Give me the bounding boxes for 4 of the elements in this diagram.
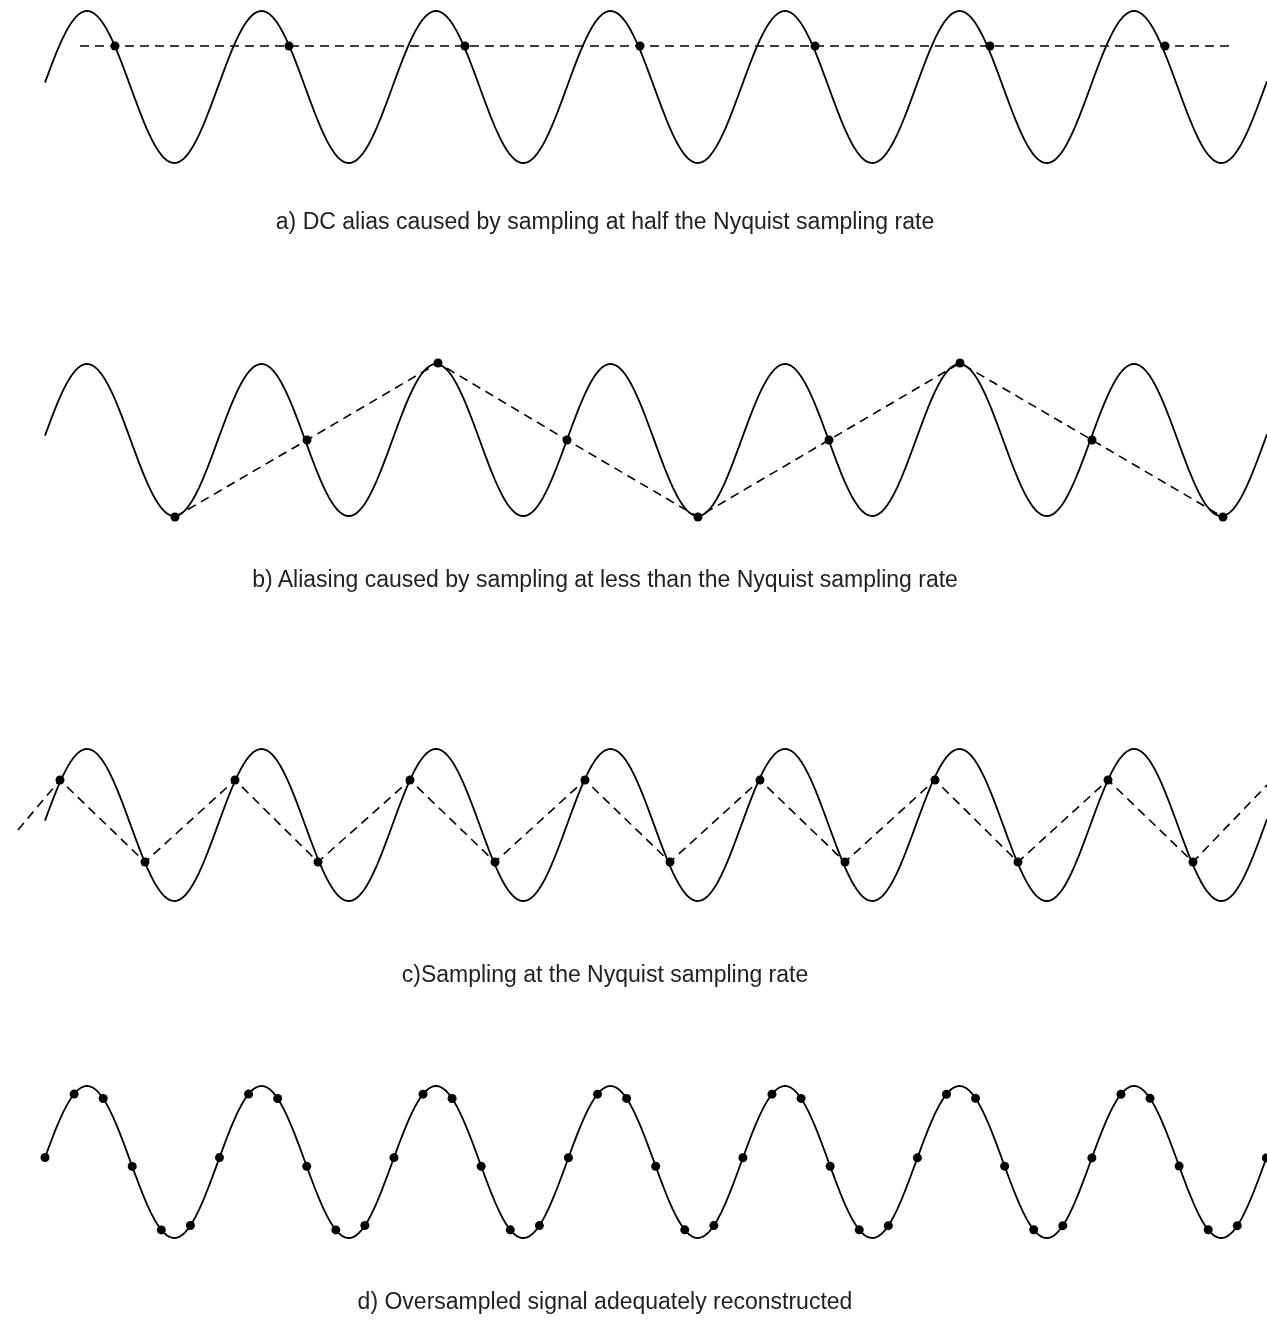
panel-caption: b) Aliasing caused by sampling at less than the Nyquist sampling rate (252, 566, 958, 593)
panel-caption: d) Oversampled signal adequately reconstructed (357, 1288, 853, 1315)
panel-caption: c)Sampling at the Nyquist sampling rate (401, 961, 809, 988)
panel-caption: a) DC alias caused by sampling at half the Nyquist sampling rate (275, 208, 935, 235)
